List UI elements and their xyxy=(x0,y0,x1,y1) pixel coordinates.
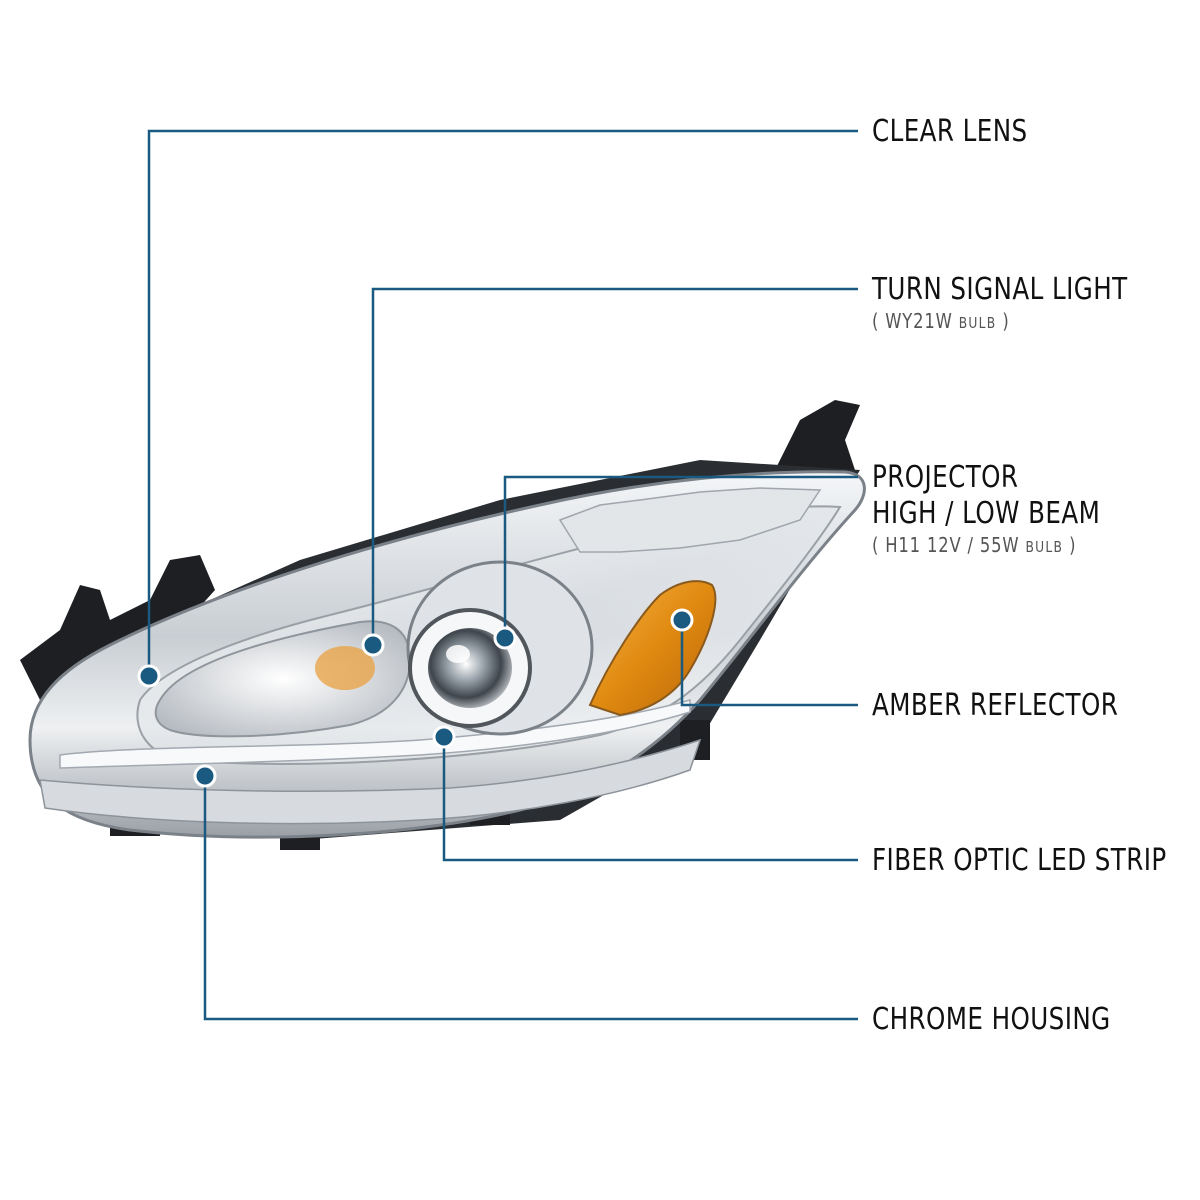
callout-dot-fiber-optic xyxy=(432,725,456,749)
callout-title: FIBER OPTIC LED STRIP xyxy=(872,843,1167,878)
turn-signal-bulb xyxy=(315,646,375,690)
callout-label-fiber-optic-led-strip: FIBER OPTIC LED STRIP xyxy=(872,843,1167,879)
leader-line-clear-lens xyxy=(147,129,858,676)
headlight-assembly xyxy=(20,400,866,850)
leader-line-amber-reflector xyxy=(680,620,858,707)
callout-dots xyxy=(137,608,694,788)
callout-dot-amber-reflector xyxy=(670,608,694,632)
callout-bulb-spec: ( H11 12V / 55W BULB ) xyxy=(872,533,1077,557)
callout-label-clear-lens: CLEAR LENS xyxy=(872,114,1028,150)
callout-dot-projector xyxy=(493,626,517,650)
fiber-optic-strip-shape xyxy=(59,699,691,769)
rear-mount-bracket-top xyxy=(775,400,860,480)
callout-label-chrome-housing: CHROME HOUSING xyxy=(872,1002,1111,1038)
callout-title: AMBER REFLECTOR xyxy=(872,688,1119,723)
leader-line-turn-signal xyxy=(371,287,858,645)
upper-chrome-fins xyxy=(558,487,822,553)
callout-title: PROJECTOR xyxy=(872,460,1019,495)
callout-title: CHROME HOUSING xyxy=(872,1002,1111,1037)
callout-title: TURN SIGNAL LIGHT xyxy=(872,272,1128,307)
callout-dot-clear-lens xyxy=(137,664,161,688)
projector-lens xyxy=(428,628,512,708)
callout-dot-chrome-housing xyxy=(193,764,217,788)
leader-lines xyxy=(147,129,858,1021)
callout-label-turn-signal-light: TURN SIGNAL LIGHT ( WY21W BULB ) xyxy=(872,272,1128,336)
projector-glint xyxy=(446,645,470,663)
callout-bulb-spec: ( WY21W BULB ) xyxy=(872,309,1010,333)
leader-line-fiber-optic xyxy=(442,737,858,862)
rear-mount-bracket-left xyxy=(20,555,215,700)
callout-label-projector: PROJECTOR HIGH / LOW BEAM ( H11 12V / 55… xyxy=(872,460,1100,560)
callout-label-amber-reflector: AMBER REFLECTOR xyxy=(872,688,1118,724)
callout-title: CLEAR LENS xyxy=(872,114,1028,149)
leader-line-projector xyxy=(503,475,858,638)
callout-title-line-2: HIGH / LOW BEAM xyxy=(872,496,1101,531)
leader-line-chrome-housing xyxy=(203,776,858,1021)
callout-dot-turn-signal xyxy=(361,633,385,657)
